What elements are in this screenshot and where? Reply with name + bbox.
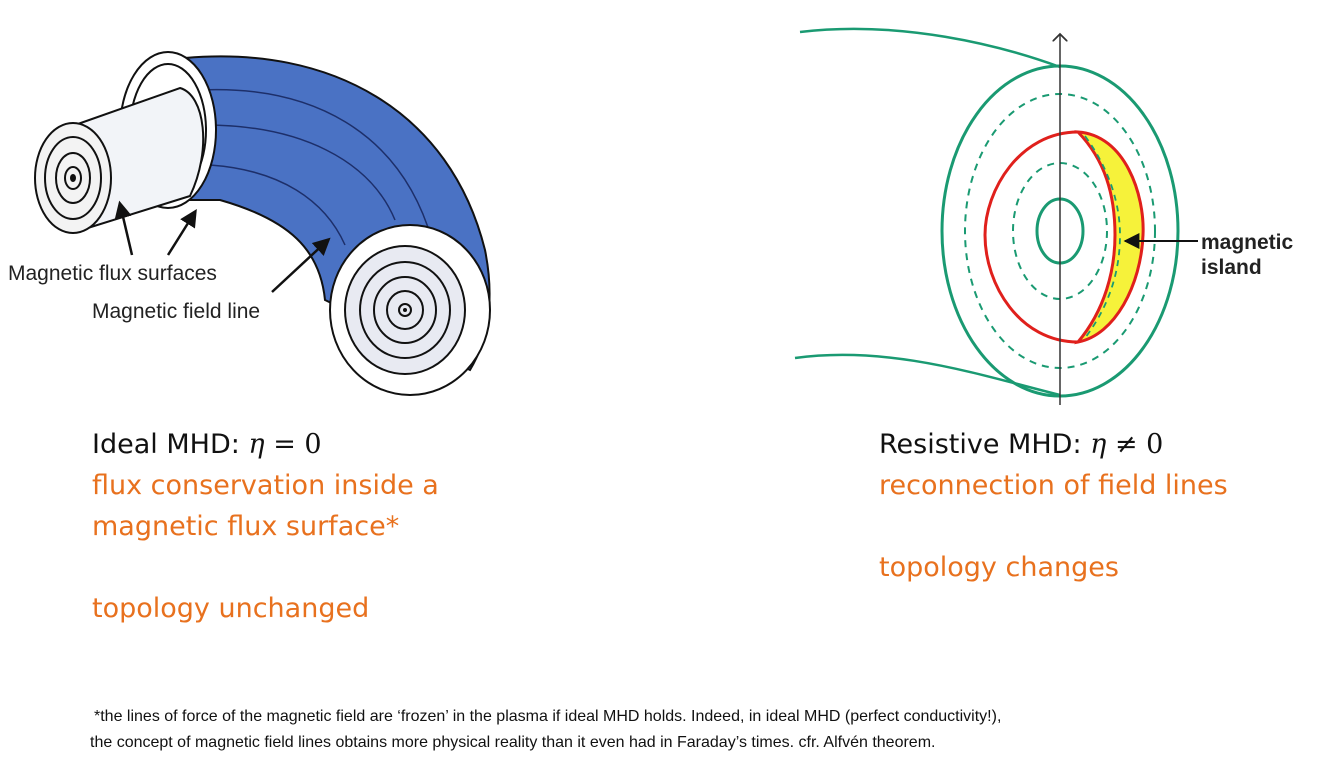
footnote-line-1: *the lines of force of the magnetic fiel…	[94, 708, 1002, 725]
heading-value: 0	[1146, 429, 1164, 460]
arrow-flux-surface-2	[166, 209, 197, 256]
footnote: *the lines of force of the magnetic fiel…	[90, 704, 1290, 756]
footnote-line-2: the concept of magnetic field lines obta…	[90, 734, 936, 751]
island-label-line2: island	[1201, 256, 1262, 279]
heading-prefix: Resistive MHD:	[879, 429, 1091, 460]
ideal-mhd-block: Ideal MHD: η = 0 flux conservation insid…	[92, 424, 612, 629]
eta-symbol: η	[1090, 429, 1107, 460]
eta-symbol: η	[248, 429, 265, 460]
resistive-line-1: reconnection of field lines	[879, 470, 1228, 501]
ideal-line-2: magnetic flux surface*	[92, 511, 400, 542]
magnetic-island-diagram: magnetic island	[794, 27, 1294, 405]
tube-flux-line	[204, 124, 396, 221]
resistive-mhd-heading: Resistive MHD: η ≠ 0	[879, 424, 1309, 465]
resistive-mhd-block: Resistive MHD: η ≠ 0 reconnection of fie…	[879, 424, 1309, 588]
relation-symbol: =	[264, 429, 305, 460]
flux-tube-diagram: Magnetic flux surfaces Magnetic field li…	[8, 51, 491, 396]
arrow-flux-surface-1	[114, 200, 134, 256]
ideal-mhd-heading: Ideal MHD: η = 0	[92, 424, 612, 465]
ideal-line-3: topology unchanged	[92, 593, 370, 624]
label-field-line: Magnetic field line	[92, 300, 260, 323]
heading-prefix: Ideal MHD:	[92, 429, 249, 460]
resistive-line-2: topology changes	[879, 552, 1119, 583]
heading-value: 0	[304, 429, 322, 460]
tube-flux-line	[209, 164, 346, 246]
tube-flux-line	[199, 88, 433, 241]
label-flux-surfaces: Magnetic flux surfaces	[8, 262, 217, 285]
arrow-field-line	[271, 237, 331, 293]
separatrix	[983, 130, 1079, 344]
tube-outline-bottom	[794, 353, 1061, 397]
ideal-line-1: flux conservation inside a	[92, 470, 439, 501]
island-label-line1: magnetic	[1201, 231, 1294, 254]
dashed-flux-surface	[1012, 162, 1108, 300]
tube-outline-top	[799, 27, 1061, 69]
relation-symbol: ≠	[1106, 429, 1147, 460]
island-region	[1074, 130, 1145, 345]
